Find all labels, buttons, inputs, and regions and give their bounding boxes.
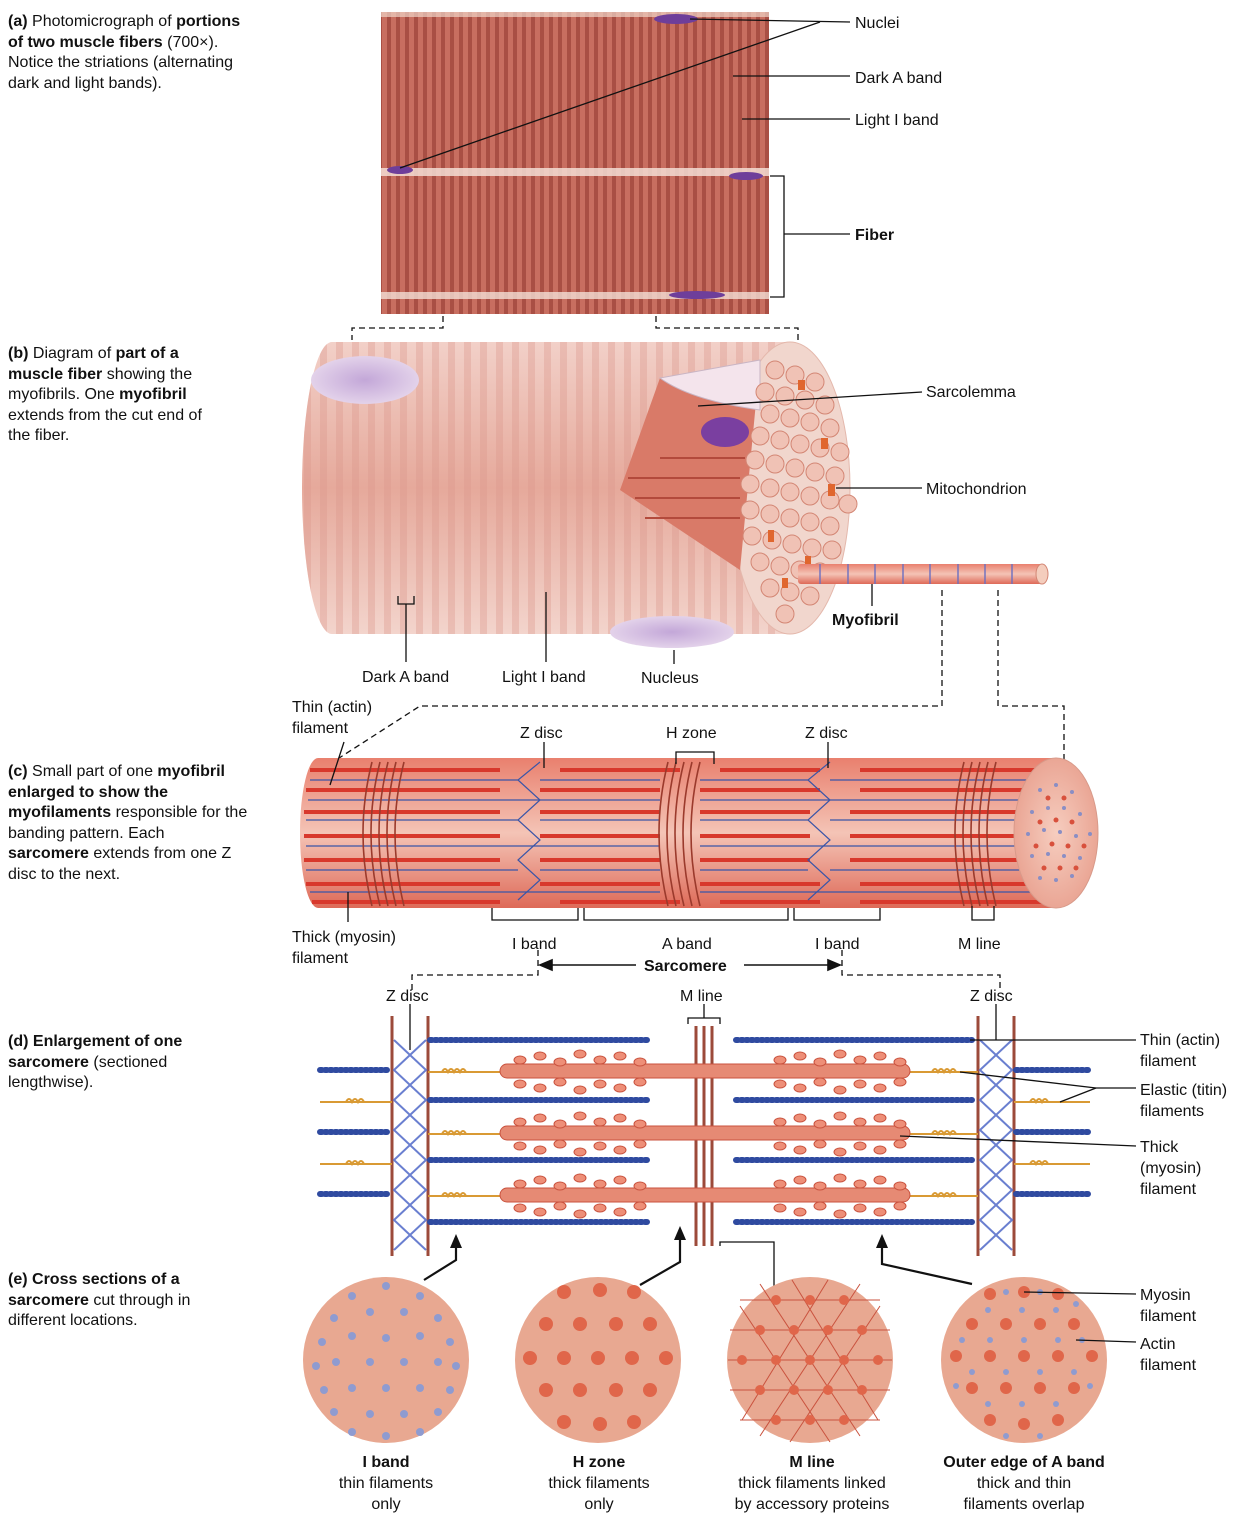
cs-line1-1: thin filaments (339, 1475, 433, 1492)
label-m-line-c: M line (958, 936, 1001, 953)
caption-a-tag: (a) (8, 13, 28, 30)
label-m-line-d: M line (680, 988, 723, 1005)
label-i-band-c-left: I band (512, 936, 556, 953)
myofibril-cross-end (1013, 757, 1099, 909)
caption-e-t1: cut through in different locations. (8, 1291, 191, 1330)
micro-nucleus-4 (669, 291, 725, 299)
cs-line1-4: thick and thin (977, 1475, 1071, 1492)
caption-b-b1: part of a muscle fiber (8, 345, 179, 383)
cs-line2-4: filaments overlap (964, 1496, 1085, 1513)
caption-c-b2: sarcomere (8, 845, 89, 862)
label-thin-actin-d-2: filament (1140, 1053, 1197, 1070)
caption-b-b2: myofibril (119, 386, 187, 403)
cross-section-h-zone (515, 1277, 681, 1443)
cs-title-3: M line (789, 1454, 834, 1471)
label-light-i-band-b: Light I band (502, 669, 586, 686)
caption-e: (e) Cross sections of a sarcomere cut th… (8, 1270, 223, 1332)
cs-line1-3: thick filaments linked (738, 1475, 886, 1492)
micro-nucleus-2 (387, 166, 413, 174)
label-a-band: A band (662, 936, 712, 953)
label-myosin-1: Myosin (1140, 1287, 1191, 1304)
label-thick-d-3: filament (1140, 1181, 1197, 1198)
caption-d-tag: (d) (8, 1033, 29, 1050)
label-dark-a-band-b: Dark A band (362, 669, 449, 686)
caption-e-b1: Cross sections of a sarcomere (8, 1271, 180, 1309)
label-thick-d-2: (myosin) (1140, 1160, 1201, 1177)
caption-a-text: Photomicrograph of (32, 13, 177, 30)
label-z-disc-d-left: Z disc (386, 988, 429, 1005)
label-z-disc-d-right: Z disc (970, 988, 1013, 1005)
cs-line2-1: only (371, 1496, 400, 1513)
caption-d-b1: Enlargement of one sarcomere (8, 1033, 183, 1071)
label-sarcomere: Sarcomere (644, 958, 727, 975)
label-myosin-2: filament (1140, 1308, 1197, 1325)
caption-c-t2: responsible for the banding pattern. Eac… (8, 804, 248, 842)
caption-e-tag: (e) (8, 1271, 28, 1288)
micro-nucleus-1 (654, 14, 698, 24)
cross-section-m-line (727, 1277, 893, 1443)
label-actin-1: Actin (1140, 1336, 1176, 1353)
cs-title-1: I band (362, 1454, 409, 1471)
cross-section-i-band (303, 1277, 469, 1443)
caption-b-t1: Diagram of (32, 345, 116, 362)
label-elastic-2: filaments (1140, 1103, 1204, 1120)
fiber-nucleus-cut (701, 417, 749, 447)
cs-line2-3: by accessory proteins (735, 1496, 890, 1513)
muscle-fiber (302, 341, 1049, 648)
label-thin-actin-c-1: Thin (actin) (292, 699, 372, 716)
caption-c-t1: Small part of one (32, 763, 158, 780)
label-thin-actin-d-1: Thin (actin) (1140, 1032, 1220, 1049)
caption-b-t2: showing the myofibrils. One (8, 365, 193, 404)
label-thick-d-1: Thick (1140, 1139, 1179, 1156)
micrograph (381, 12, 769, 314)
caption-c-b1: myofibril enlarged to show the myofilame… (8, 763, 225, 821)
myofibril-enlarged (300, 757, 1099, 909)
label-thick-myosin-c-2: filament (292, 950, 349, 967)
label-myofibril: Myofibril (832, 612, 899, 629)
caption-d-t1: (sectioned lengthwise). (8, 1053, 168, 1092)
label-mitochondrion: Mitochondrion (926, 481, 1027, 498)
micro-nucleus-3 (729, 172, 763, 180)
sarcomere-detail (317, 1016, 1093, 1256)
cs-title-2: H zone (573, 1454, 626, 1471)
caption-c-t3: extends from one Z disc to the next. (8, 845, 232, 883)
cs-line1-2: thick filaments (548, 1475, 649, 1492)
caption-c: (c) Small part of one myofibril enlarged… (8, 762, 248, 885)
label-light-i-band-a: Light I band (855, 112, 939, 129)
caption-b-t3: extends from the cut end of the fiber. (8, 406, 202, 445)
fiber-nucleus-bottom (610, 616, 734, 648)
label-thin-actin-c-2: filament (292, 720, 349, 737)
cross-section-a-band-edge (941, 1277, 1107, 1443)
label-actin-2: filament (1140, 1357, 1197, 1374)
caption-b-tag: (b) (8, 345, 29, 362)
label-sarcolemma: Sarcolemma (926, 384, 1016, 401)
caption-b: (b) Diagram of part of a muscle fiber sh… (8, 344, 223, 447)
cs-line2-2: only (584, 1496, 613, 1513)
cs-title-4: Outer edge of A band (943, 1454, 1104, 1471)
caption-d: (d) Enlargement of one sarcomere (sectio… (8, 1032, 223, 1094)
label-thick-myosin-c-1: Thick (myosin) (292, 929, 396, 946)
fiber-nucleus-top (311, 356, 419, 404)
label-z-disc-c-right: Z disc (805, 725, 848, 742)
label-nucleus: Nucleus (641, 670, 699, 687)
label-h-zone: H zone (666, 725, 717, 742)
label-i-band-c-right: I band (815, 936, 859, 953)
mitochondrion-dot (798, 380, 805, 390)
label-dark-a-band-a: Dark A band (855, 70, 942, 87)
label-nuclei: Nuclei (855, 15, 899, 32)
caption-a-text-2: (700×). Notice the striations (alternati… (8, 33, 233, 92)
myofibril-extended (798, 564, 1044, 584)
label-fiber: Fiber (855, 227, 894, 244)
label-elastic-1: Elastic (titin) (1140, 1082, 1227, 1099)
label-z-disc-c-left: Z disc (520, 725, 563, 742)
caption-a: (a) Photomicrograph of portions of two m… (8, 12, 258, 94)
caption-c-tag: (c) (8, 763, 28, 780)
caption-a-bold: portions of two muscle fibers (8, 13, 241, 51)
